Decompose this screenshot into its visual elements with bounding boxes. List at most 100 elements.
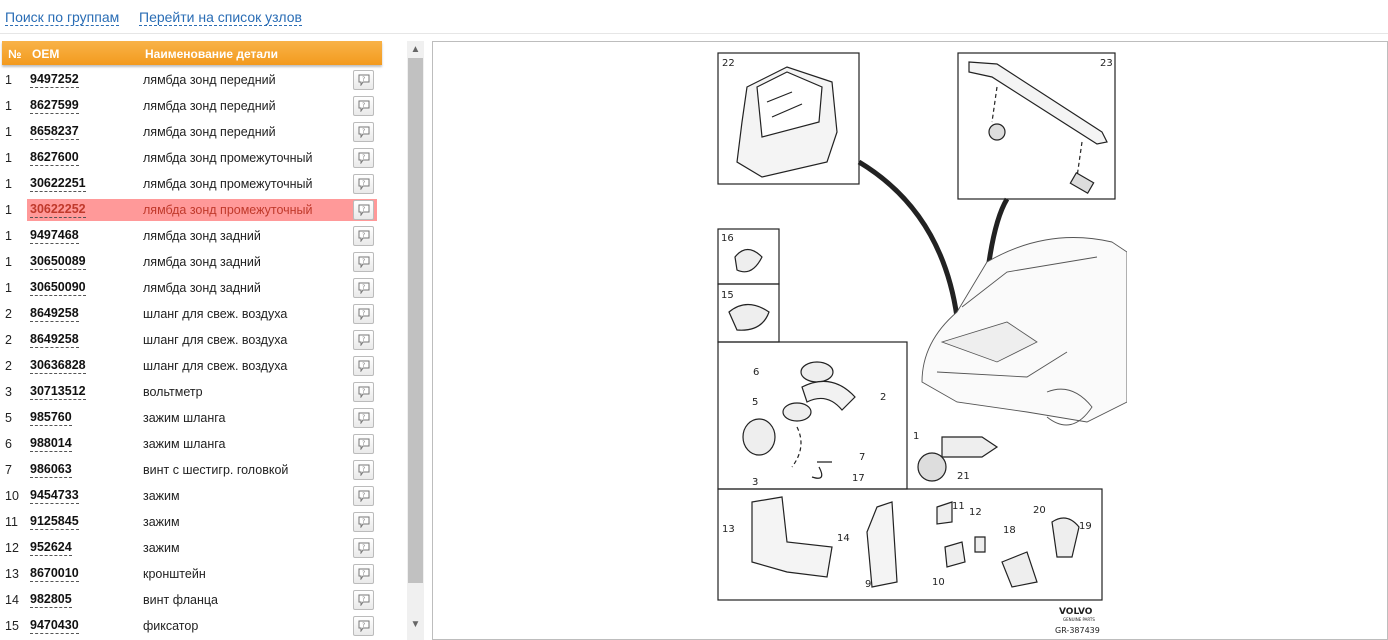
svg-text:?: ? (362, 284, 365, 291)
scroll-down-icon[interactable]: ▼ (410, 619, 421, 630)
part-name: лямбда зонд промежуточный (143, 151, 313, 165)
oem-link[interactable]: 8627599 (30, 98, 79, 114)
oem-link[interactable]: 988014 (30, 436, 72, 452)
comment-button[interactable]: ? (353, 564, 374, 584)
callout-6: 6 (753, 367, 759, 378)
oem-link[interactable]: 30622251 (30, 176, 86, 192)
svg-text:?: ? (362, 128, 365, 135)
comment-icon: ? (358, 412, 370, 424)
oem-link[interactable]: 8670010 (30, 566, 79, 582)
oem-link[interactable]: 30622252 (30, 202, 86, 218)
inset-box-23 (957, 52, 1116, 200)
comment-button[interactable]: ? (353, 174, 374, 194)
part-name: лямбда зонд задний (143, 255, 261, 269)
comment-button[interactable]: ? (353, 200, 374, 220)
comment-button[interactable]: ? (353, 122, 374, 142)
comment-icon: ? (358, 490, 370, 502)
oem-link[interactable]: 986063 (30, 462, 72, 478)
oem-link[interactable]: 952624 (30, 540, 72, 556)
oem-link[interactable]: 30713512 (30, 384, 86, 400)
oem-link[interactable]: 9497252 (30, 72, 79, 88)
table-row[interactable]: 1 30650089 лямбда зонд задний? (0, 249, 405, 275)
comment-button[interactable]: ? (353, 278, 374, 298)
scroll-up-icon[interactable]: ▲ (410, 44, 421, 55)
parts-diagram[interactable]: 22 23 16 15 6 2 5 7 17 3 1 21 13 14 9 11… (707, 42, 1127, 640)
comment-icon: ? (358, 152, 370, 164)
comment-button[interactable]: ? (353, 252, 374, 272)
header-oem: OEM (32, 47, 60, 61)
oem-link[interactable]: 985760 (30, 410, 72, 426)
row-number: 15 (5, 619, 19, 633)
oem-link[interactable]: 30636828 (30, 358, 86, 374)
oem-link[interactable]: 9125845 (30, 514, 79, 530)
oem-link[interactable]: 8649258 (30, 332, 79, 348)
oem-link[interactable]: 30650089 (30, 254, 86, 270)
callout-2: 2 (880, 392, 886, 403)
comment-button[interactable]: ? (353, 590, 374, 610)
comment-icon: ? (358, 620, 370, 632)
comment-button[interactable]: ? (353, 356, 374, 376)
scroll-thumb[interactable] (408, 58, 423, 583)
node-list-link[interactable]: Перейти на список узлов (139, 9, 302, 26)
row-number: 2 (5, 333, 12, 347)
svg-text:?: ? (362, 362, 365, 369)
oem-link[interactable]: 8649258 (30, 306, 79, 322)
svg-text:?: ? (362, 492, 365, 499)
search-groups-link[interactable]: Поиск по группам (5, 9, 120, 26)
comment-icon: ? (358, 334, 370, 346)
svg-text:?: ? (362, 544, 365, 551)
svg-text:?: ? (362, 232, 365, 239)
comment-button[interactable]: ? (353, 434, 374, 454)
svg-text:?: ? (362, 570, 365, 577)
comment-icon: ? (358, 516, 370, 528)
inset-box-brackets (717, 488, 1103, 601)
parts-scrollbar[interactable]: ▲ ▼ (407, 41, 424, 640)
oem-link[interactable]: 9470430 (30, 618, 79, 634)
comment-button[interactable]: ? (353, 148, 374, 168)
top-nav: Поиск по группам Перейти на список узлов (0, 0, 1388, 34)
oem-link[interactable]: 9497468 (30, 228, 79, 244)
comment-button[interactable]: ? (353, 486, 374, 506)
comment-button[interactable]: ? (353, 382, 374, 402)
comment-button[interactable]: ? (353, 226, 374, 246)
comment-button[interactable]: ? (353, 330, 374, 350)
oem-link[interactable]: 982805 (30, 592, 72, 608)
comment-button[interactable]: ? (353, 304, 374, 324)
comment-button[interactable]: ? (353, 408, 374, 428)
oem-link[interactable]: 8658237 (30, 124, 79, 140)
comment-button[interactable]: ? (353, 460, 374, 480)
comment-button[interactable]: ? (353, 70, 374, 90)
part-name: зажим шланга (143, 411, 226, 425)
oem-link[interactable]: 30650090 (30, 280, 86, 296)
comment-button[interactable]: ? (353, 96, 374, 116)
part-name: шланг для свеж. воздуха (143, 359, 288, 373)
comment-button[interactable]: ? (353, 538, 374, 558)
comment-button[interactable]: ? (353, 616, 374, 636)
comment-button[interactable]: ? (353, 512, 374, 532)
row-number: 1 (5, 73, 12, 87)
row-number: 1 (5, 255, 12, 269)
oem-link[interactable]: 9454733 (30, 488, 79, 504)
oem-link[interactable]: 8627600 (30, 150, 79, 166)
